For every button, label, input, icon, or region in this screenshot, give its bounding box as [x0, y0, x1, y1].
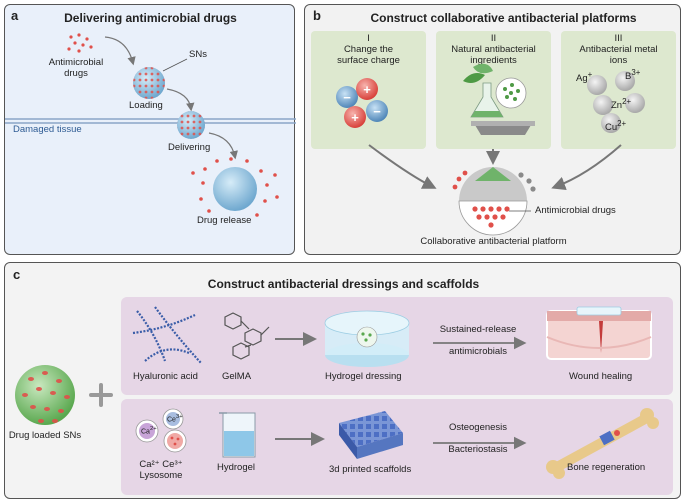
hydrogel-beaker [219, 412, 256, 458]
svg-text:+: + [351, 110, 359, 125]
drugs-text: drugs [64, 67, 88, 79]
ion-ag-symbol: Ag [576, 73, 588, 85]
damaged-tissue-label: Damaged tissue [13, 124, 82, 135]
arrow-to-delivering [166, 88, 195, 112]
ce-sphere-charge: 3+ [175, 414, 183, 420]
lysosome-text: Lysosome [139, 469, 183, 481]
delivering-label: Delivering [168, 142, 211, 153]
drug-loaded-sns-sphere [15, 365, 75, 425]
delivering-sphere [177, 111, 205, 139]
ions-lysosome-label: Ca²⁺ Ce³⁺ Lysosome [129, 459, 193, 482]
plus-icon [89, 383, 113, 407]
ion-b-charge: 3+ [631, 68, 641, 77]
bone-regeneration-label: Bone regeneration [567, 462, 646, 473]
scaffolds-label: 3d printed scaffolds [329, 464, 412, 475]
sns-label: SNs [189, 49, 207, 60]
ion-b-symbol: B [625, 71, 632, 83]
ion-ag: Ag+ [576, 70, 592, 85]
column-1-numeral: I [367, 33, 370, 44]
column-2-line1: Natural antibacterial [451, 43, 536, 55]
column-3-text: III Antibacterial metal ions [561, 33, 676, 67]
ca-sphere-label: Ca2+ [141, 426, 157, 436]
ion-zn-symbol: Zn [611, 100, 623, 112]
wound-healing-illustration [546, 306, 652, 360]
arrow-from-column-1 [368, 144, 437, 189]
panel-c: c Construct antibacterial dressings and … [4, 262, 681, 499]
panel-c-title: Construct antibacterial dressings and sc… [207, 277, 480, 291]
antimicrobial-text: Antimicrobial [48, 57, 104, 68]
hydrogel-label: Hydrogel [217, 462, 256, 473]
platform-label: Collaborative antibacterial platform [420, 236, 567, 247]
ca-sphere-charge: 2+ [149, 426, 157, 432]
row-scaffold [121, 399, 673, 495]
panel-b-graphics: − + + − [336, 63, 645, 236]
column-1-line1: Change the [343, 43, 394, 55]
loading-label: Loading [129, 100, 163, 111]
arrow-to-loading [104, 36, 136, 66]
column-1-line2: surface charge [337, 54, 400, 66]
sns-pointer [162, 58, 188, 72]
hyaluronic-acid-chains [132, 306, 202, 364]
gelma-molecule [224, 312, 270, 360]
ion-zn-charge: 2+ [622, 97, 632, 106]
bone-illustration [546, 408, 659, 479]
panel-b-title: Construct collaborative antibacterial pl… [370, 11, 637, 25]
panel-a-letter: a [11, 8, 19, 23]
natural-ingredients-illustration [463, 63, 535, 135]
antimicrobial-label: Antimicrobial drugs [41, 57, 111, 80]
gelma-label: GelMA [222, 371, 252, 382]
column-3-line2: ions [609, 54, 628, 66]
ion-cu: Cu2+ [605, 119, 626, 134]
ion-ag-charge: + [587, 70, 593, 79]
arrow-to-release [208, 132, 238, 160]
column-3-numeral: III [614, 33, 623, 44]
svg-text:+: + [363, 82, 371, 97]
hydrogel-dressing-disk [324, 310, 410, 367]
panel-b-letter: b [313, 8, 321, 23]
ce-sphere-label: Ce3+ [167, 414, 183, 424]
ca-sphere-symbol: Ca [141, 428, 150, 436]
panel-a: a Delivering antimicrobial drugs [4, 4, 296, 255]
charged-spheres: − + + − [336, 78, 388, 128]
panel-b: b Construct collaborative antibacterial … [304, 4, 681, 255]
ion-cu-symbol: Cu [605, 122, 618, 134]
hydrogel-dressing-label: Hydrogel dressing [325, 371, 402, 382]
ion-zn: Zn2+ [611, 97, 631, 112]
hyaluronic-acid-label: Hyaluronic acid [133, 371, 198, 382]
drug-release-label: Drug release [197, 215, 252, 226]
panel-c-graphics [15, 306, 659, 479]
column-2-numeral: II [490, 33, 497, 44]
column-1-text: I Change the surface charge [311, 33, 426, 67]
antimicrobial-drugs-label: Antimicrobial drugs [535, 205, 616, 216]
column-3-line1: Antibacterial metal [579, 43, 658, 55]
panel-a-title: Delivering antimicrobial drugs [64, 11, 237, 25]
svg-text:−: − [373, 104, 381, 119]
osteogenesis-label: Osteogenesis [448, 422, 508, 433]
ion-cu-charge: 2+ [617, 119, 627, 128]
metal-ion-spheres [587, 71, 645, 133]
ion-b: B3+ [625, 68, 640, 83]
drug-loaded-sns-label: Drug loaded SNs [8, 430, 82, 441]
svg-text:−: − [343, 90, 351, 105]
ions-line-text: Ca²⁺ Ce³⁺ [139, 459, 183, 470]
wound-healing-label: Wound healing [569, 371, 633, 382]
column-2-line2: ingredients [470, 54, 517, 66]
arrow-from-column-3 [551, 144, 622, 191]
column-2-text: II Natural antibacterial ingredients [436, 33, 551, 67]
3d-scaffold [339, 411, 403, 459]
release-sphere [191, 157, 279, 217]
sustained-release-label: Sustained-release [439, 324, 517, 335]
loading-sphere [133, 67, 165, 99]
collaborative-platform-sphere [452, 167, 536, 236]
ce-sphere-symbol: Ce [167, 416, 176, 424]
ca-ce-lysosome-illustration [135, 408, 187, 453]
antimicrobials-label: antimicrobials [448, 346, 508, 357]
bacteriostasis-label: Bacteriostasis [448, 444, 508, 455]
panel-a-graphics [5, 33, 296, 217]
panel-c-letter: c [13, 267, 21, 282]
free-drug-dots [67, 33, 93, 53]
